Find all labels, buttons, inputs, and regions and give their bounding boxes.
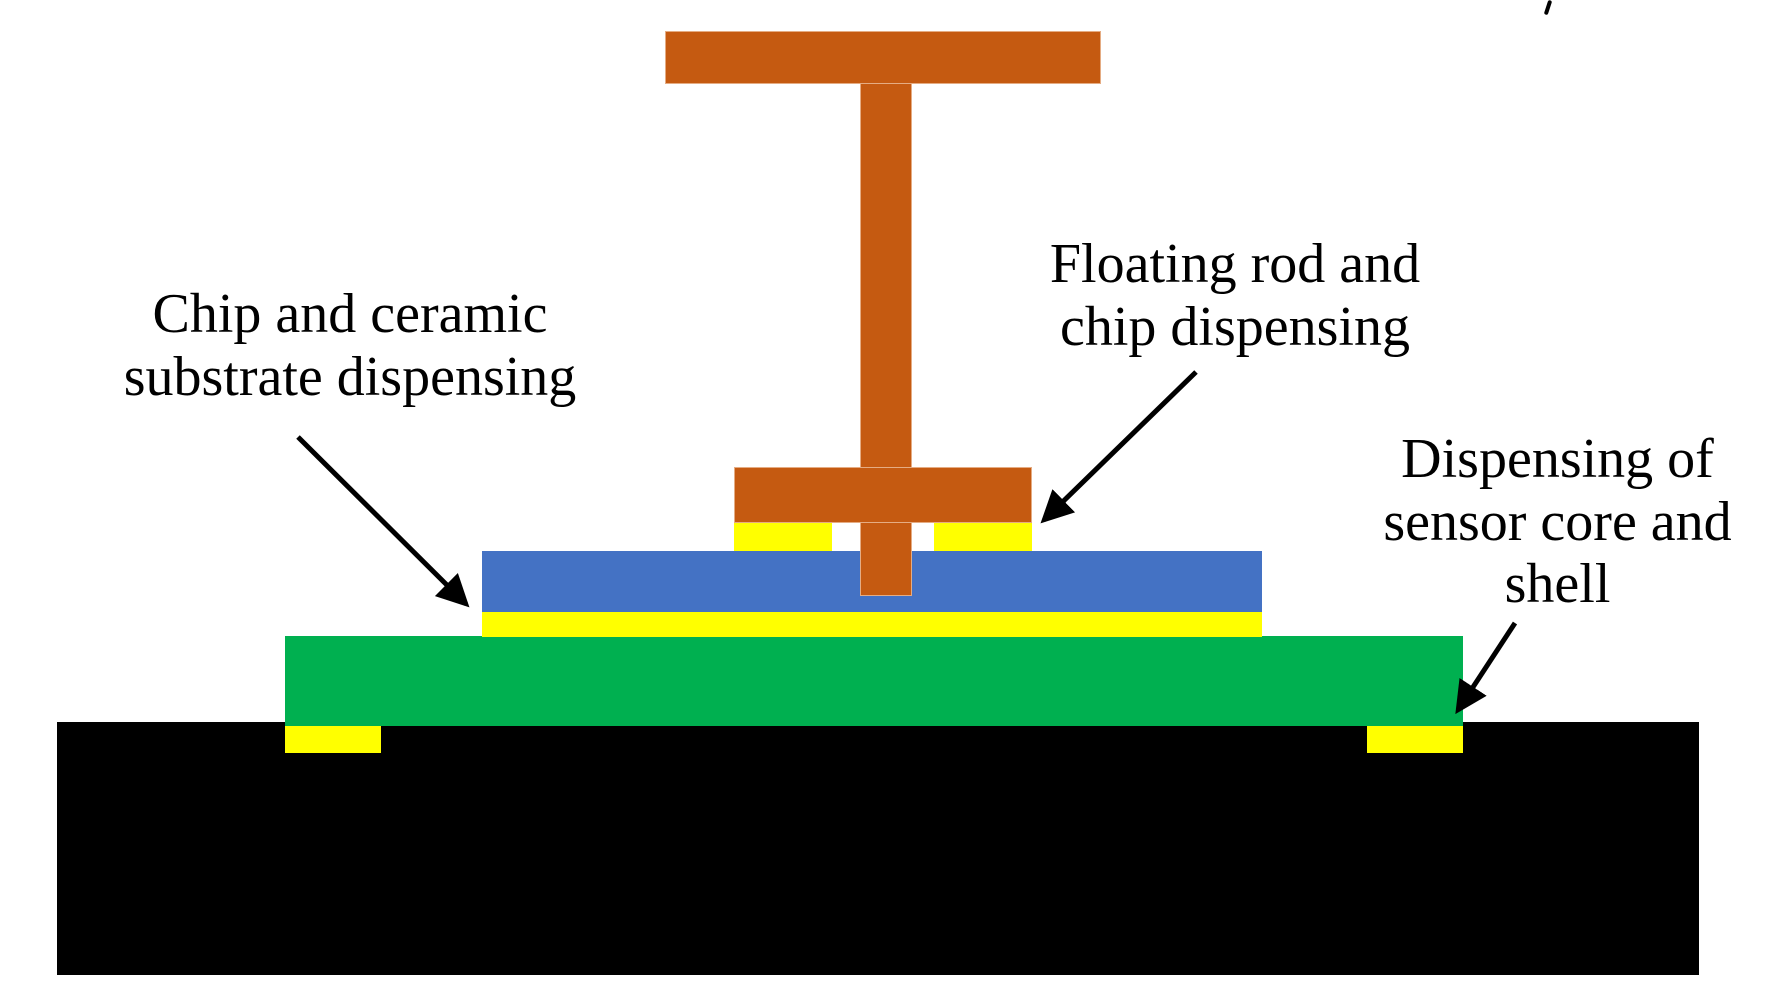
arrow-chip-substrate <box>296 435 470 608</box>
adhesive-pad-chip-right <box>934 523 1032 551</box>
floating-rod-crossbar <box>734 467 1032 523</box>
adhesive-strip-under-chip <box>482 612 1262 637</box>
adhesive-pad-chip-left <box>734 523 832 551</box>
label-line: sensor core and <box>1383 490 1732 553</box>
floating-rod-top-bar <box>665 31 1101 84</box>
ceramic-substrate <box>285 636 1463 726</box>
label-line: chip dispensing <box>1060 295 1410 358</box>
label-line: substrate dispensing <box>123 345 577 408</box>
label-chip-substrate-dispensing: Chip and ceramic substrate dispensing <box>55 283 645 408</box>
adhesive-pad-base-right <box>1367 726 1463 753</box>
arrow-floating-rod <box>1040 370 1198 524</box>
stray-crop-mark <box>1543 0 1553 16</box>
label-sensor-core-shell-dispensing: Dispensing of sensor core and shell <box>1345 428 1770 616</box>
label-floating-rod-dispensing: Floating rod and chip dispensing <box>975 233 1495 358</box>
arrow-sensor-core <box>1455 621 1518 715</box>
label-line: Chip and ceramic <box>152 283 548 345</box>
adhesive-pad-base-left <box>285 726 381 753</box>
label-line: Dispensing of <box>1401 428 1714 490</box>
label-line: Floating rod and <box>1049 233 1421 295</box>
label-line: shell <box>1504 553 1611 616</box>
sensor-shell-base <box>57 722 1699 975</box>
